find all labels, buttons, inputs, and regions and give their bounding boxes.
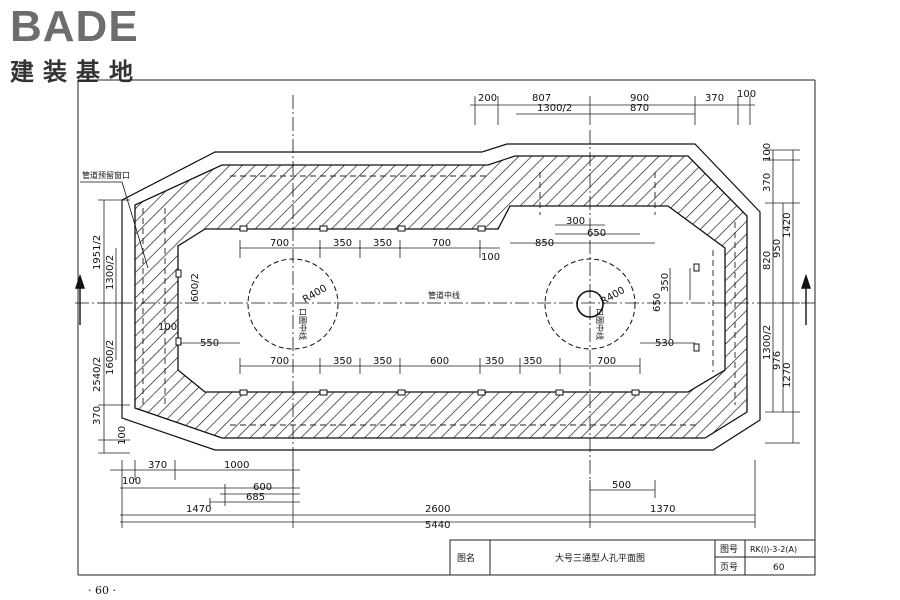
- dimension-label: 350: [523, 356, 542, 367]
- dimension-label: 5440: [425, 520, 450, 531]
- dimension-label: 200: [478, 93, 497, 104]
- dimension-label: 350: [333, 356, 352, 367]
- dimension-label: 370: [705, 93, 724, 104]
- dimension-label: 976: [772, 351, 783, 370]
- manhole-centerline-right: 口圈中线: [595, 308, 605, 340]
- dimension-label: 950: [772, 239, 783, 258]
- page-label: 页号: [720, 562, 738, 573]
- dimension-label: 850: [535, 238, 554, 249]
- dimension-label: 100: [762, 143, 773, 162]
- drawing-no-label: 图号: [720, 544, 738, 555]
- logo-chinese: 建装基地: [10, 58, 142, 86]
- dimension-label: 350: [660, 273, 671, 292]
- dimension-label: 500: [612, 480, 631, 491]
- dimension-label: 1420: [782, 213, 793, 238]
- outer-wall-outline: [121, 143, 761, 451]
- dimension-label: 300: [566, 216, 585, 227]
- pipe-window-markers: [175, 225, 700, 396]
- dimension-label: 1270: [782, 363, 793, 388]
- dimension-label: 807: [532, 93, 551, 104]
- dimension-label: 900: [630, 93, 649, 104]
- dimension-label: 650: [652, 293, 663, 312]
- page-value: 60: [773, 563, 785, 573]
- dimension-label: 1300/2: [105, 255, 116, 290]
- dimension-label: 2540/2: [92, 357, 103, 392]
- dimension-label: 600: [430, 356, 449, 367]
- dimension-label: 685: [246, 492, 265, 503]
- section-arrows: [75, 273, 811, 325]
- dimension-label: 350: [373, 238, 392, 249]
- dimension-label: 1600/2: [105, 340, 116, 375]
- dimension-label: 820: [762, 251, 773, 270]
- dimension-label: 350: [485, 356, 504, 367]
- dimension-label: 550: [200, 338, 219, 349]
- dimension-text: 200 807 900 370 100 1300/2 870 100 370 1…: [92, 89, 793, 531]
- radius-label-right: R400: [599, 285, 627, 308]
- drawing-no-value: RK(I)-3-2(A): [750, 545, 797, 554]
- dimension-label: 100: [122, 476, 141, 487]
- dimension-label: 700: [270, 356, 289, 367]
- dimension-label: 530: [655, 338, 674, 349]
- ladder-hole: [576, 290, 604, 318]
- dimension-label: 700: [597, 356, 616, 367]
- dimension-label: 600/2: [190, 273, 201, 302]
- window-leader: [80, 181, 149, 269]
- dimension-label: 650: [587, 228, 606, 239]
- hatched-wall: [134, 155, 748, 439]
- title-block: 图名 大号三通型人孔平面图 图号 RK(I)-3-2(A) 页号 60: [449, 539, 816, 576]
- dimension-label: 100: [481, 252, 500, 263]
- dimension-label: 100: [117, 426, 128, 445]
- page-number: · 60 ·: [88, 584, 116, 597]
- reserved-window-label: 管道预留窗口: [82, 170, 130, 180]
- dimension-label: 100: [737, 89, 756, 100]
- dimension-label: 2600: [425, 504, 450, 515]
- dimension-label: 1000: [224, 460, 249, 471]
- dimension-label: 350: [373, 356, 392, 367]
- interior-dashed-lines: [142, 172, 736, 426]
- dimension-label: 1951/2: [92, 235, 103, 270]
- pipe-centerline-label: 管道中线: [428, 290, 460, 300]
- dimension-lines: [98, 96, 800, 528]
- title-name-value: 大号三通型人孔平面图: [555, 552, 645, 564]
- dimension-label: 1370: [650, 504, 675, 515]
- title-name-label: 图名: [457, 552, 475, 564]
- logo-wordmark: BADE: [10, 2, 139, 51]
- dimension-label: 700: [432, 238, 451, 249]
- dimension-label: 1300/2: [537, 103, 572, 114]
- dimension-label: 370: [148, 460, 167, 471]
- dimension-label: 370: [762, 173, 773, 192]
- manhole-centerline-left: 口圈中线: [298, 308, 308, 340]
- manhole-circles: [247, 258, 636, 350]
- dimension-label: 600: [253, 482, 272, 493]
- centerlines: [75, 95, 818, 490]
- dimension-label: 350: [333, 238, 352, 249]
- dimension-label: 700: [270, 238, 289, 249]
- radius-label-left: R400: [301, 283, 329, 306]
- dimension-label: 100: [158, 322, 177, 333]
- dimension-label: 870: [630, 103, 649, 114]
- dimension-label: 1470: [186, 504, 211, 515]
- dimension-label: 370: [92, 406, 103, 425]
- dimension-label: 1300/2: [762, 325, 773, 360]
